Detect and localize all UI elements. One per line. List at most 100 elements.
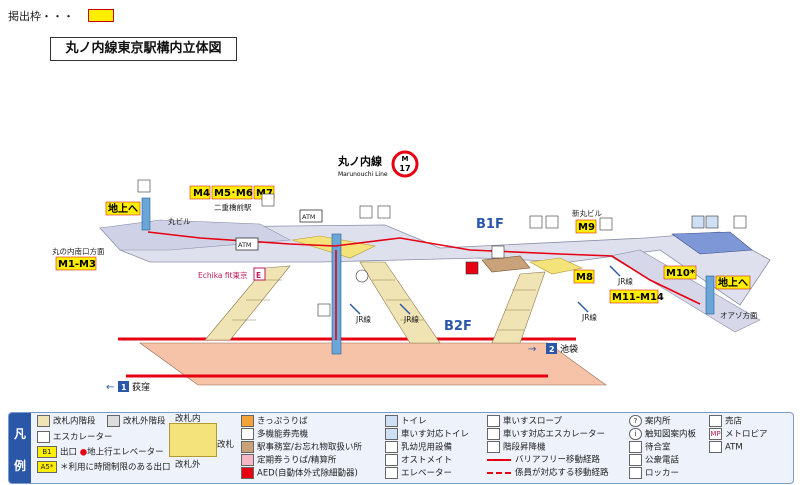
label-jr-4: JR線: [617, 276, 633, 286]
exit-m9: M9: [578, 222, 595, 233]
escalator-icon: [37, 431, 50, 443]
elevator-icon: [317, 303, 331, 317]
label-jr-3: JR線: [581, 312, 597, 322]
metropia-icon: MP: [709, 428, 722, 440]
legend-barrier-free: バリアフリー移動経路: [487, 454, 600, 466]
elevator-shaft-left: [141, 197, 151, 231]
label-echika-mark: E: [256, 271, 261, 280]
legend-office: 駅事務室/お忘れ物取扱い所: [241, 441, 362, 454]
legend-elevator: エレベーター: [385, 467, 452, 480]
page-title: 丸ノ内線東京駅構内立体図: [50, 37, 237, 61]
locker-icon: [377, 205, 391, 219]
phone-icon: [359, 205, 373, 219]
ticket-icon: [491, 245, 505, 259]
legend-ticket: きっぷうりば: [241, 415, 308, 428]
legend-gate: 改札: [217, 440, 235, 450]
label-maru-bldg: 丸ビル: [168, 216, 191, 226]
ramp-icon: [487, 415, 500, 427]
dir-ikebukuro-num: 2: [549, 345, 555, 354]
toilet-icon: [385, 415, 398, 427]
legend-heading: 凡 例: [9, 413, 31, 483]
elevator-icon: [261, 193, 275, 207]
to-ground-right: 地上へ: [718, 276, 748, 289]
gate-area-right: [529, 257, 583, 275]
shop-icon: [709, 415, 722, 427]
aed-icon: [241, 467, 254, 479]
elevator-icon: [137, 179, 151, 193]
legend-gate-inside: 改札内階段: [37, 415, 96, 428]
exit-m8: M8: [576, 272, 593, 283]
pass-icon: [241, 454, 254, 466]
label-maru-south: 丸の内南口方面: [52, 246, 105, 256]
stair-outside-icon: [107, 415, 120, 427]
label-nijubashi: 二重橋前駅: [214, 202, 252, 212]
exit-labels: M4 M5･M6 M7 M9 M8 M10* M11-M14 M1-M3 地上へ…: [55, 185, 751, 304]
dir-ogikubo: 荻窪: [132, 381, 150, 393]
line-badge-english: Marunouchi Line: [338, 171, 388, 178]
dir-ikebukuro: 池袋: [560, 343, 578, 355]
label-jr-2: JR線: [403, 314, 419, 324]
legend-ramp: 車いすスロープ: [487, 415, 562, 428]
legend-gate-inside-area: 改札内: [175, 414, 201, 424]
shop-icon: [599, 217, 613, 231]
label-shin-maru: 新丸ビル: [572, 208, 602, 218]
label-jr-1: JR線: [355, 314, 371, 324]
locker-icon: [629, 467, 642, 479]
ostomate-icon: [385, 454, 398, 466]
stair-inside-icon: [37, 415, 50, 427]
time-code-icon: A5*: [37, 461, 57, 473]
legend-staff-route: 係員が対応する移動経路: [487, 467, 609, 479]
legend-time-limited: A5*＊利用に時間制限のある出口: [37, 461, 171, 474]
exit-m10: M10*: [666, 268, 696, 279]
wc-toilet-icon: [705, 215, 719, 229]
exit-m4: M4: [193, 188, 210, 199]
exit-m11m14: M11-M14: [612, 292, 664, 303]
baby-icon: [385, 441, 398, 453]
arrow-ikebukuro: →: [528, 344, 536, 355]
legend-phone: 公衆電話: [629, 454, 679, 467]
legend-key-label: 掲出枠・・・: [8, 10, 74, 23]
legend-gate-diagram: [169, 423, 217, 457]
label-atm-2: ATM: [238, 241, 252, 249]
waiting-icon: [629, 441, 642, 453]
legend-baby: 乳幼児用設備: [385, 441, 452, 454]
legend-toilet: トイレ: [385, 415, 427, 428]
line-badge-circle: [391, 150, 419, 178]
info-icon: ?: [629, 415, 642, 427]
elevator-icon: [733, 215, 747, 229]
legend-wc-toilet: 車いす対応トイレ: [385, 428, 469, 441]
wc-escalator-icon: [487, 428, 500, 440]
phone-icon: [629, 454, 642, 466]
legend-multi-ticket: 多機能券売機: [241, 428, 308, 441]
legend-heading-2: 例: [13, 459, 26, 473]
toilet-icon: [529, 215, 543, 229]
right-corridor: [609, 249, 761, 333]
stairways: [204, 261, 546, 344]
b1f-concourse: [99, 224, 771, 306]
arrow-ogikubo: ←: [106, 382, 114, 393]
wc-toilet-icon: [385, 428, 398, 440]
legend-gate-outside-area: 改札外: [175, 460, 201, 470]
facility-icons: [137, 179, 747, 317]
ticket-icon: [241, 415, 254, 427]
legend-shop: 売店: [709, 415, 742, 428]
legend-wc-escalator: 車いす対応エスカレーター: [487, 428, 605, 441]
legend-gate-outside: 改札外階段: [107, 415, 166, 428]
legend-info: ?案内所: [629, 415, 671, 428]
legend-waiting: 待合室: [629, 441, 671, 454]
aed-icon: [465, 261, 479, 275]
dir-ogikubo-num: 1: [121, 383, 127, 392]
elevator-shaft-right: [705, 275, 715, 315]
north-plaza: [671, 231, 753, 255]
atm-icon: [709, 441, 722, 453]
elevator-icon: [385, 467, 398, 479]
locker-icon: [545, 215, 559, 229]
notice-board-icon: i: [629, 428, 642, 440]
stair-lift-icon: [487, 441, 500, 453]
legend-ostomate: オストメイト: [385, 454, 452, 467]
to-ground-left: 地上へ: [108, 202, 138, 215]
station-3d-diagram: 丸ノ内線 Marunouchi Line M 17 B1F B2F M4 M5･…: [52, 150, 771, 393]
